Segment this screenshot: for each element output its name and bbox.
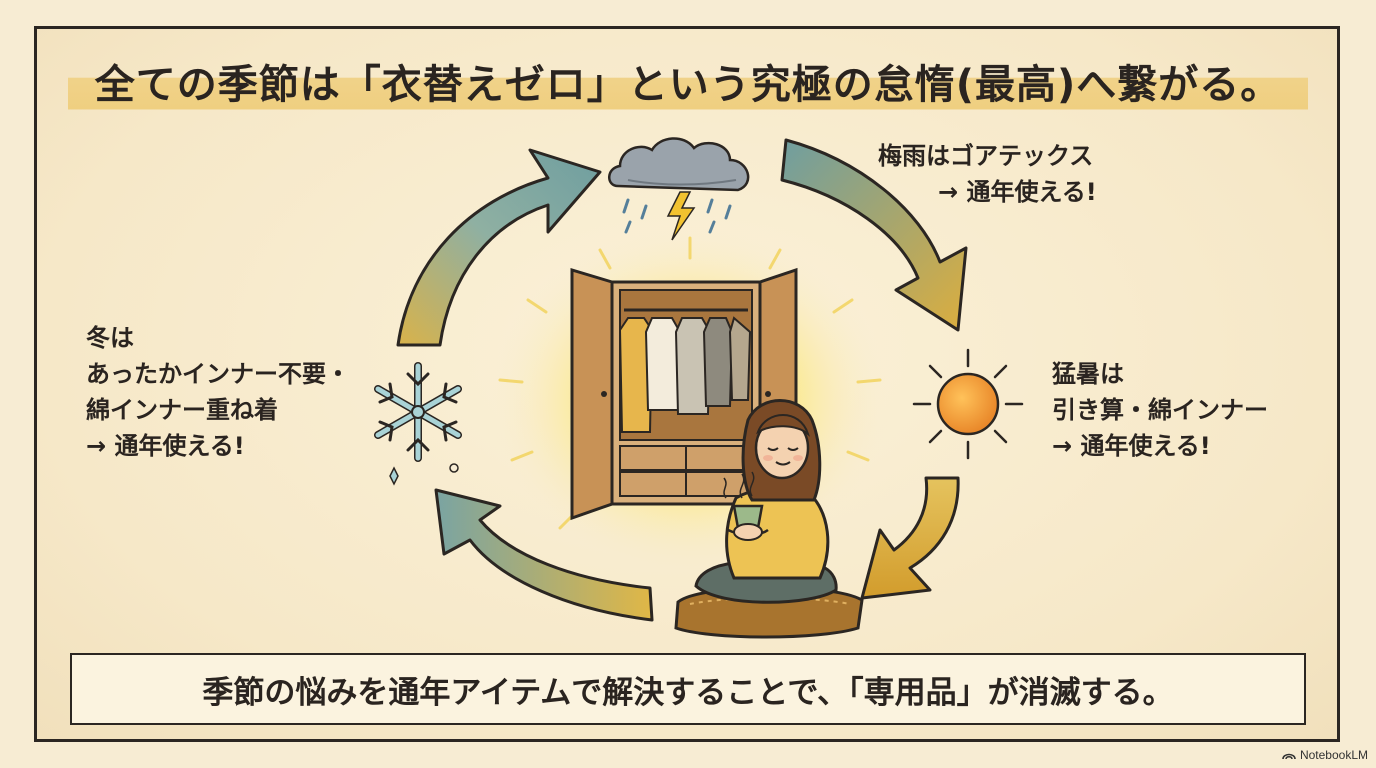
- cycle-arrow-rainy-to-summer: [780, 138, 968, 332]
- cycle-arrow-summer-to-home: [860, 476, 960, 600]
- notebooklm-logo-icon: [1282, 753, 1296, 760]
- brand-mark: NotebookLM: [1282, 748, 1368, 762]
- storm-cloud-icon: [608, 137, 750, 241]
- brand-text: NotebookLM: [1299, 748, 1368, 762]
- rainy-line-2: → 通年使える!: [938, 178, 1097, 206]
- page-title: 全ての季節は「衣替えゼロ」という究極の怠惰(最高)へ繋がる。: [68, 44, 1308, 118]
- cycle-arrow-home-to-winter: [434, 488, 654, 622]
- label-winter: 冬は あったかインナー不要・ 綿インナー重ね着 → 通年使える!: [86, 320, 350, 464]
- summer-line-1: 猛暑は: [1052, 360, 1124, 388]
- summary-footer: 季節の悩みを通年アイテムで解決することで、「専用品」が消滅する。: [70, 653, 1306, 725]
- person-with-tea-illustration: [674, 399, 864, 639]
- winter-line-4: → 通年使える!: [86, 432, 245, 460]
- winter-line-1: 冬は: [86, 324, 134, 352]
- rainy-line-1: 梅雨はゴアテックス: [878, 142, 1094, 170]
- winter-line-3: 綿インナー重ね着: [86, 396, 278, 424]
- cycle-arrow-winter-to-rainy: [396, 148, 602, 347]
- snowflake-icon: [374, 362, 462, 486]
- sun-icon: [912, 348, 1024, 460]
- summer-line-2: 引き算・綿インナー: [1052, 396, 1268, 424]
- label-rainy-season: 梅雨はゴアテックス → 通年使える!: [878, 138, 1097, 210]
- label-summer: 猛暑は 引き算・綿インナー → 通年使える!: [1052, 356, 1268, 464]
- summer-line-3: → 通年使える!: [1052, 432, 1211, 460]
- winter-line-2: あったかインナー不要・: [86, 360, 350, 388]
